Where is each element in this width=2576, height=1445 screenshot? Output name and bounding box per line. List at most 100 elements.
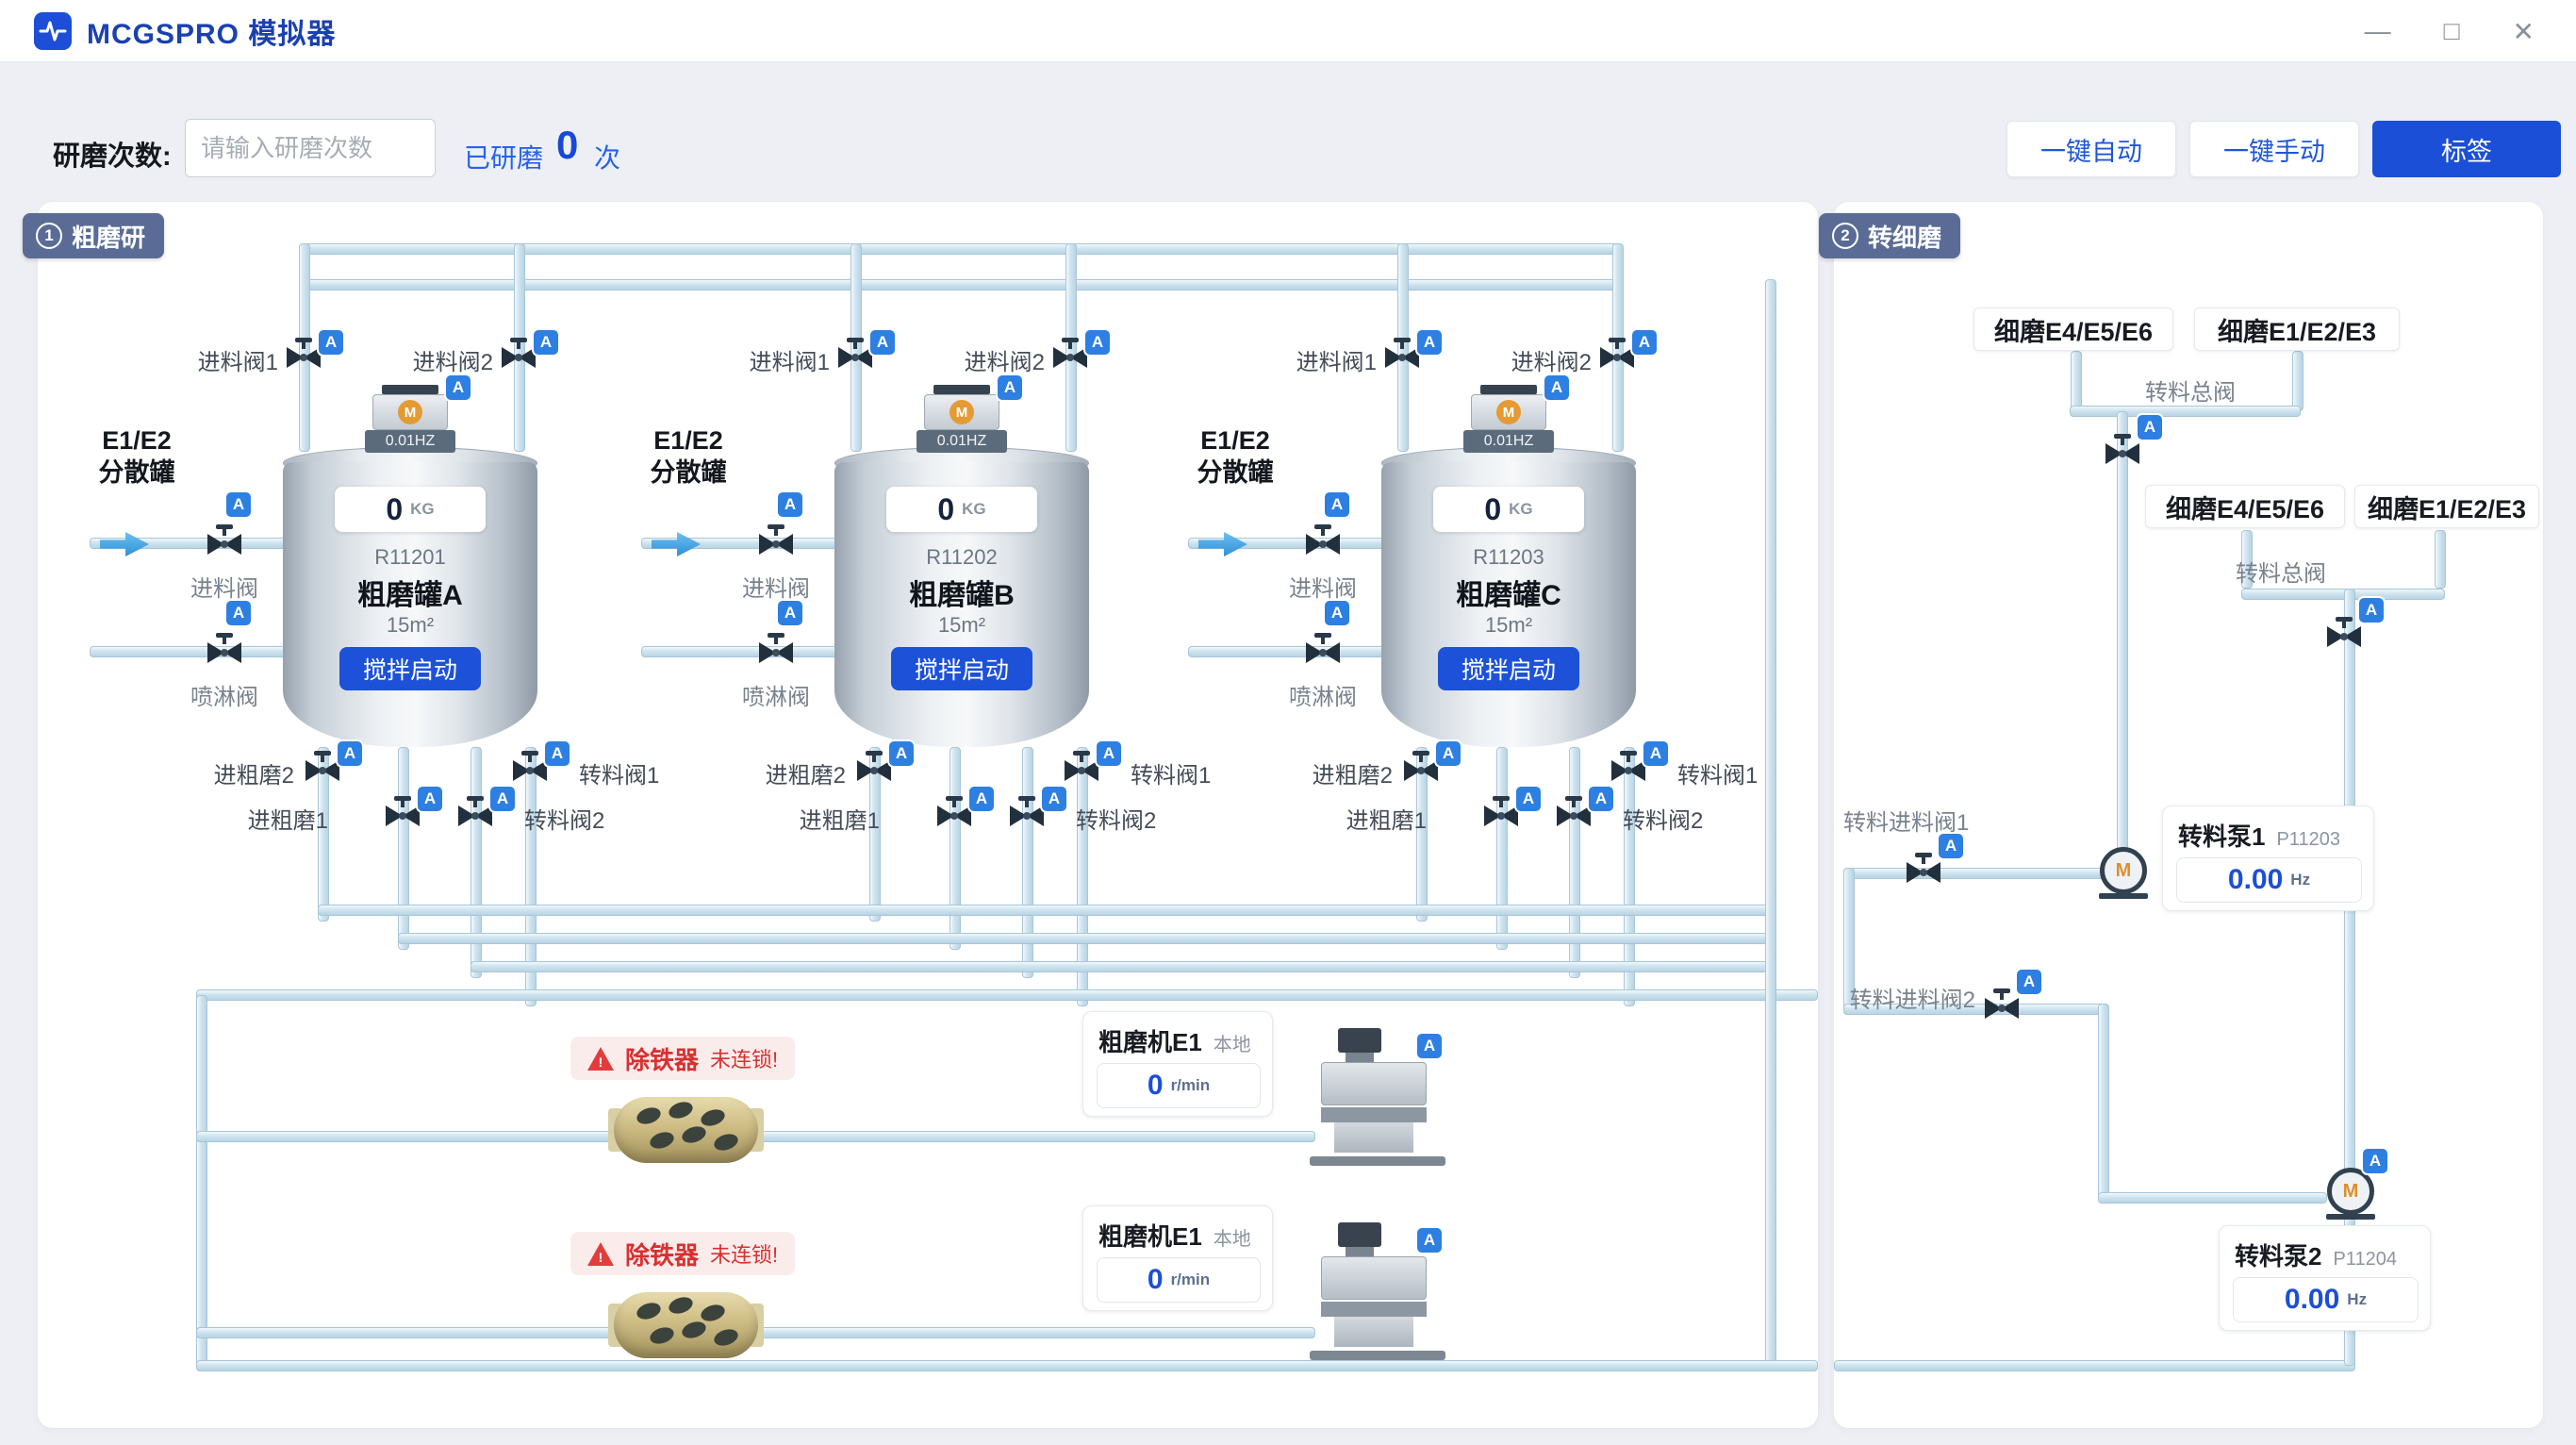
one-key-auto-button[interactable]: 一键自动 [2006, 121, 2176, 177]
transfer-valve1-icon[interactable] [511, 751, 549, 789]
main-transfer-valve-icon[interactable] [2325, 617, 2363, 655]
auto-mode-badge[interactable]: A [2359, 598, 2384, 623]
transfer-valve2-icon[interactable] [1555, 796, 1593, 834]
iron-remover-icon[interactable] [608, 1279, 764, 1371]
one-key-manual-button[interactable]: 一键手动 [2189, 121, 2359, 177]
feed-valve2-icon[interactable] [500, 338, 537, 375]
feed-valve1-icon[interactable] [836, 338, 874, 375]
feed-valve-icon[interactable] [757, 524, 795, 562]
transfer-feed-valve2-icon[interactable] [1983, 988, 2021, 1026]
auto-mode-badge[interactable]: A [1325, 601, 1349, 625]
auto-mode-badge[interactable]: A [1516, 787, 1541, 811]
stir-start-button[interactable]: 搅拌启动 [1438, 647, 1579, 690]
auto-mode-badge[interactable]: A [545, 741, 570, 766]
auto-mode-badge[interactable]: A [778, 492, 802, 517]
transfer-valve1-icon[interactable] [1063, 751, 1100, 789]
main-transfer-valve-label: 转料总阀 [2145, 380, 2236, 406]
auto-mode-badge[interactable]: A [998, 375, 1022, 400]
pipe-segment [398, 747, 409, 950]
auto-mode-badge[interactable]: A [1325, 492, 1349, 517]
main-transfer-valve-icon[interactable] [2104, 434, 2141, 472]
auto-mode-badge[interactable]: A [1085, 330, 1110, 355]
feed-valve-icon[interactable] [206, 524, 243, 562]
transfer-pump1-icon[interactable]: M [2099, 847, 2148, 899]
minimize-button[interactable]: — [2364, 16, 2391, 45]
pipe-segment [2098, 1192, 2327, 1204]
feed-valve2-icon[interactable] [1598, 338, 1636, 375]
auto-mode-badge[interactable]: A [490, 787, 515, 811]
feed-valve2-icon[interactable] [1051, 338, 1089, 375]
auto-mode-badge[interactable]: A [226, 492, 251, 517]
stir-start-button[interactable]: 搅拌启动 [339, 647, 481, 690]
spray-valve-icon[interactable] [757, 633, 795, 671]
mill-machine-icon[interactable]: A [1306, 1028, 1449, 1171]
auto-mode-badge[interactable]: A [1632, 330, 1657, 355]
auto-mode-badge[interactable]: A [1097, 741, 1121, 766]
transfer-valve2-icon[interactable] [1008, 796, 1046, 834]
mill-speed-display: 0 r/min [1097, 1257, 1261, 1303]
transfer-feed-valve1-icon[interactable] [1905, 853, 1942, 890]
auto-mode-badge[interactable]: A [534, 330, 558, 355]
auto-mode-badge[interactable]: A [1939, 834, 1963, 858]
coarse-panel-badge: 1 粗磨研 [23, 213, 165, 258]
auto-mode-badge[interactable]: A [1417, 1228, 1442, 1253]
route-label: 细磨E4/E5/E6 [2145, 485, 2345, 528]
auto-mode-badge[interactable]: A [889, 741, 914, 766]
auto-mode-badge[interactable]: A [1589, 787, 1613, 811]
to-coarse-mill2-valve-icon[interactable] [304, 751, 341, 789]
auto-mode-badge[interactable]: A [2138, 415, 2162, 440]
spray-valve-label: 喷淋阀 [1289, 685, 1357, 710]
auto-mode-badge[interactable]: A [1417, 330, 1442, 355]
transfer-valve1-label: 转料阀1 [1677, 763, 1759, 789]
auto-mode-badge[interactable]: A [778, 601, 802, 625]
auto-mode-badge[interactable]: A [226, 601, 251, 625]
transfer-valve1-icon[interactable] [1610, 751, 1647, 789]
grind-count-input[interactable] [185, 119, 436, 177]
transfer-valve2-icon[interactable] [456, 796, 494, 834]
mill-machine-icon[interactable]: A [1306, 1222, 1449, 1366]
grind-count-label: 研磨次数: [53, 141, 172, 172]
auto-mode-badge[interactable]: A [1042, 787, 1066, 811]
auto-mode-badge[interactable]: A [2363, 1149, 2387, 1173]
spray-valve-icon[interactable] [1304, 633, 1342, 671]
auto-mode-badge[interactable]: A [319, 330, 343, 355]
to-mill2-label: 进粗磨2 [1312, 763, 1393, 789]
auto-mode-badge[interactable]: A [1643, 741, 1668, 766]
close-button[interactable]: ✕ [2512, 16, 2535, 46]
to-coarse-mill2-valve-icon[interactable] [1402, 751, 1440, 789]
tank-id: R11202 [926, 545, 998, 569]
tag-button[interactable]: 标签 [2372, 121, 2561, 177]
to-coarse-mill1-valve-icon[interactable] [1482, 796, 1520, 834]
pipe-segment [2241, 530, 2253, 589]
feed-valve1-icon[interactable] [1383, 338, 1421, 375]
route-label: 细磨E4/E5/E6 [1973, 307, 2173, 351]
auto-mode-badge[interactable]: A [418, 787, 442, 811]
auto-mode-badge[interactable]: A [1436, 741, 1461, 766]
mill-card: 粗磨机E1 本地 0 r/min [1082, 1011, 1273, 1117]
stir-start-button[interactable]: 搅拌启动 [891, 647, 1032, 690]
feed-valve1-icon[interactable] [285, 338, 322, 375]
to-coarse-mill1-valve-icon[interactable] [935, 796, 973, 834]
transfer-pump2-icon[interactable]: M [2326, 1168, 2375, 1220]
iron-remover-icon[interactable] [608, 1084, 764, 1176]
auto-mode-badge[interactable]: A [446, 375, 471, 400]
auto-mode-badge[interactable]: A [1417, 1034, 1442, 1058]
auto-mode-badge[interactable]: A [338, 741, 362, 766]
feed-valve-icon[interactable] [1304, 524, 1342, 562]
maximize-button[interactable]: □ [2443, 16, 2460, 45]
spray-valve-icon[interactable] [206, 633, 243, 671]
done-suffix: 次 [594, 143, 621, 173]
to-coarse-mill2-valve-icon[interactable] [855, 751, 893, 789]
auto-mode-badge[interactable]: A [870, 330, 895, 355]
auto-mode-badge[interactable]: A [1544, 375, 1569, 400]
auto-mode-badge[interactable]: A [2017, 970, 2041, 994]
spray-valve-label: 喷淋阀 [190, 685, 258, 710]
to-coarse-mill1-valve-icon[interactable] [384, 796, 421, 834]
title-bar: MCGSPRO 模拟器 — □ ✕ [0, 0, 2576, 62]
feed-valve2-label: 进料阀2 [1511, 350, 1592, 375]
app-title: MCGSPRO 模拟器 [87, 18, 337, 50]
interlock-status: 未连锁! [710, 1243, 779, 1267]
auto-mode-badge[interactable]: A [969, 787, 994, 811]
